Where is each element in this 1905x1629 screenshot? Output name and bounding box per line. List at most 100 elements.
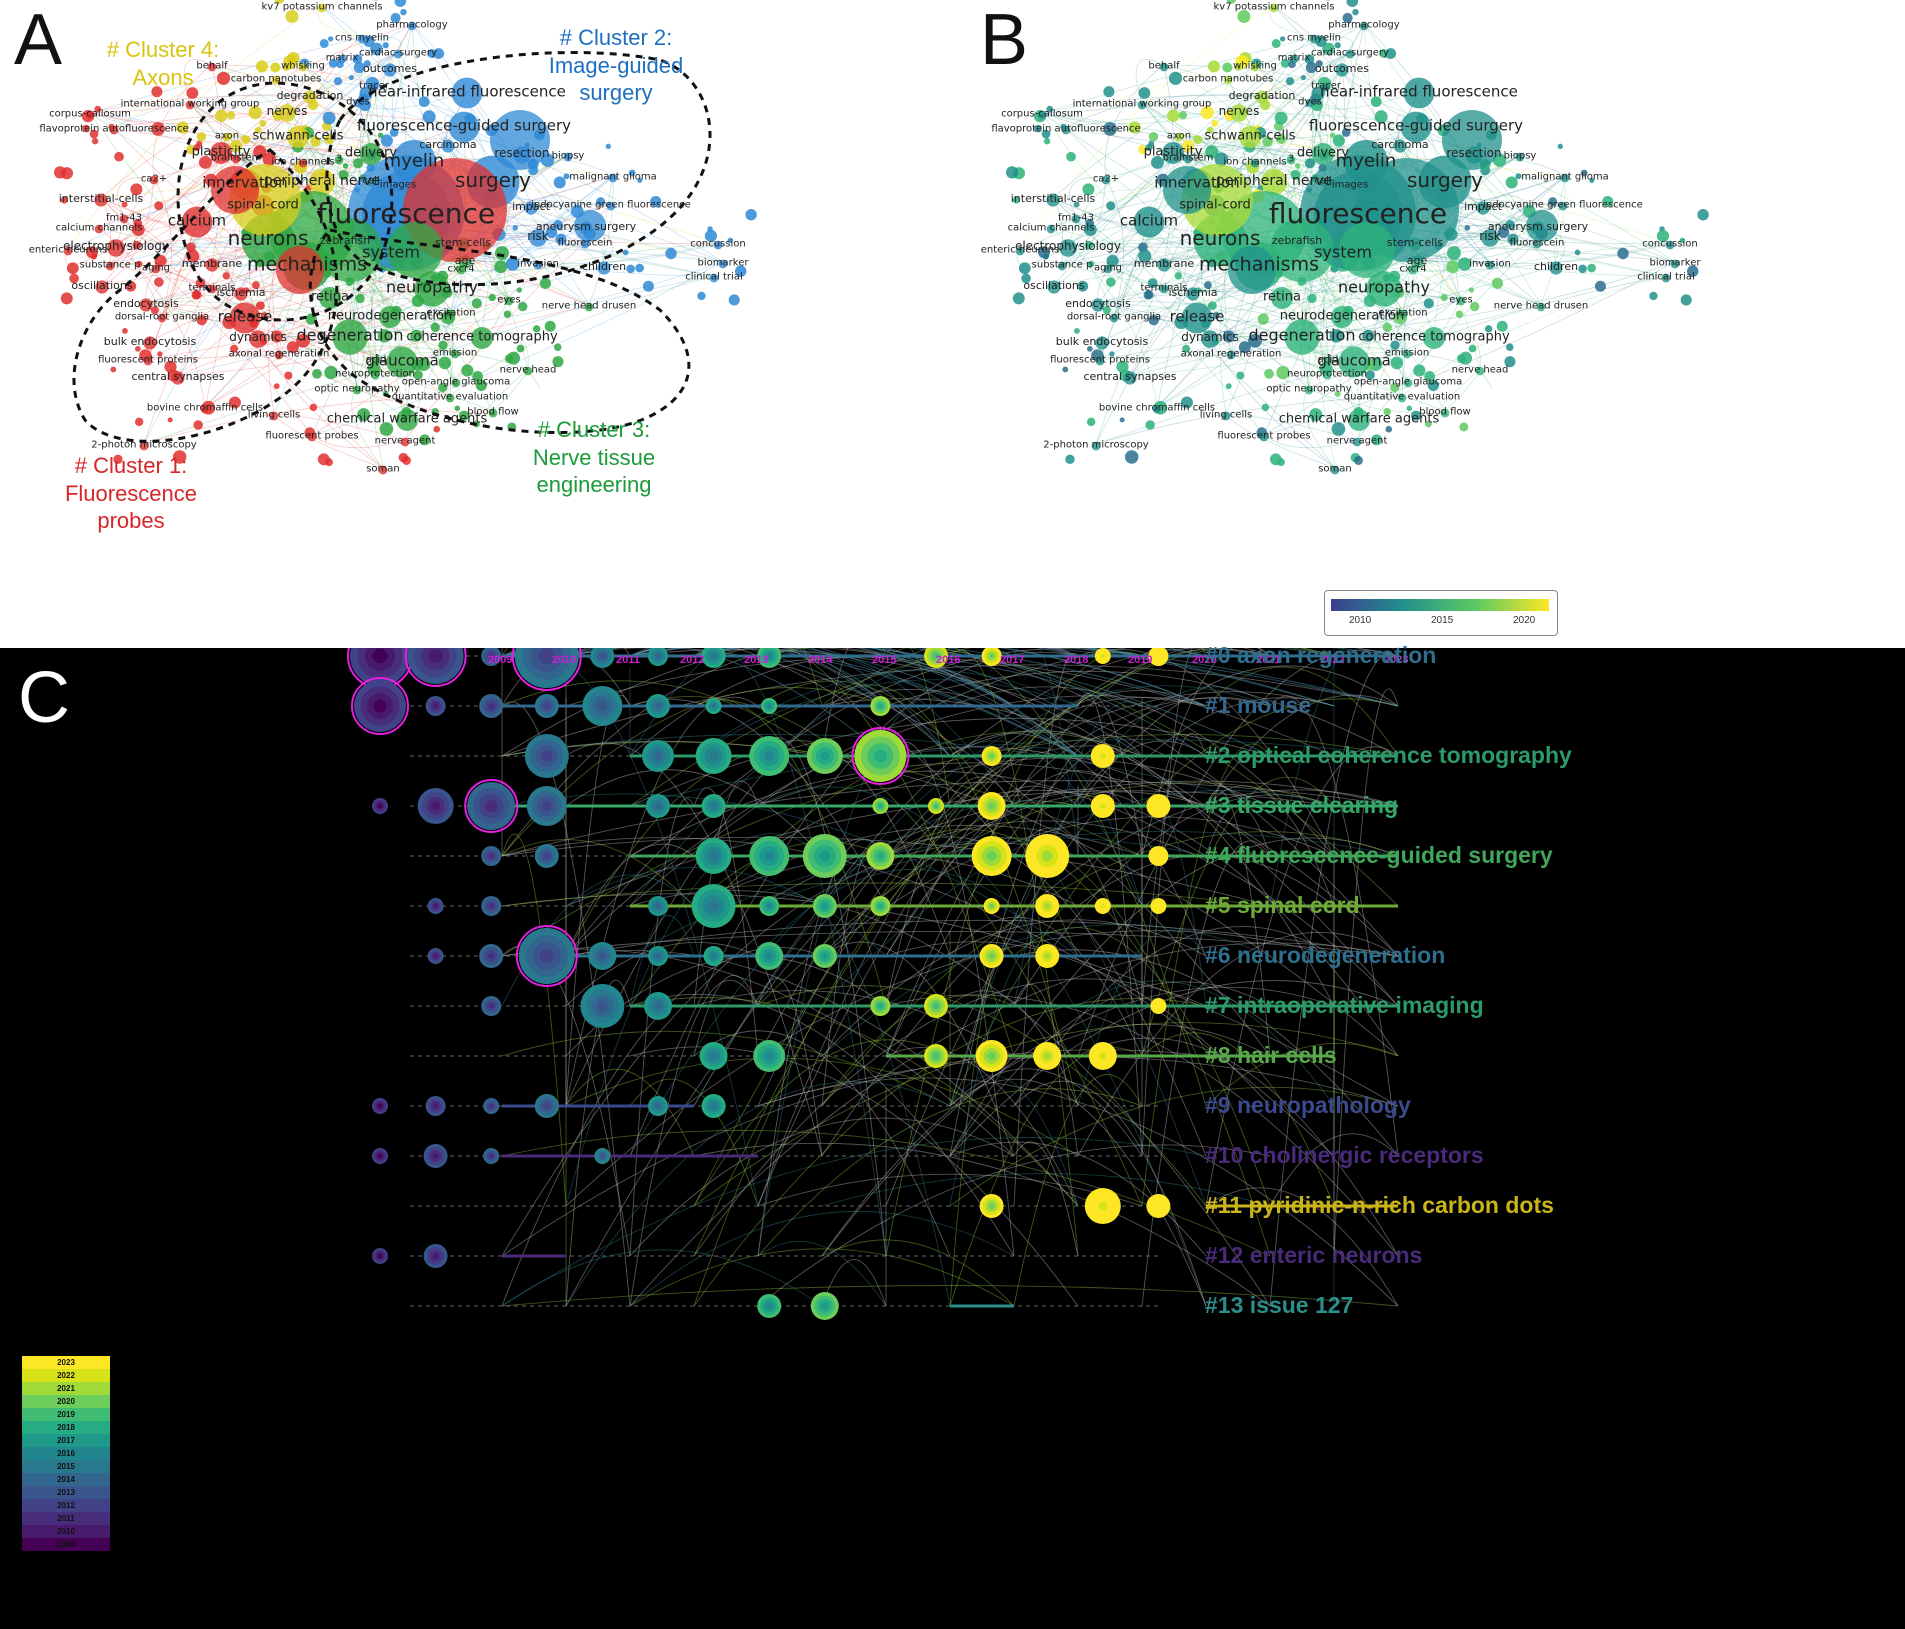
- network-edge: [211, 262, 331, 297]
- keyword-label: blood flow: [1419, 407, 1470, 418]
- keyword-label: corpus-callosum: [1001, 109, 1083, 120]
- network-node: [1680, 294, 1692, 306]
- legend-year-2011: 2011: [22, 1512, 110, 1525]
- keyword-node: [1091, 441, 1101, 451]
- keyword-label: dorsal-root ganglia: [1067, 312, 1161, 323]
- citation-ring: [1043, 1052, 1051, 1060]
- network-node: [113, 454, 123, 465]
- network-edge: [1341, 225, 1539, 316]
- citation-link: [885, 941, 1271, 1107]
- network-node: [1238, 341, 1251, 354]
- network-node: [1656, 229, 1670, 242]
- citation-arc: [629, 648, 1079, 757]
- network-edge: [177, 334, 351, 377]
- network-node: [1491, 277, 1503, 289]
- citation-link: [757, 892, 951, 1307]
- keyword-label: resection: [1446, 146, 1501, 160]
- legend-year-2017: 2017: [22, 1434, 110, 1447]
- citation-link: [565, 949, 1079, 1207]
- keyword-node: [94, 224, 104, 234]
- keyword-node: [337, 54, 347, 64]
- network-edge: [153, 177, 172, 317]
- network-node: [1371, 434, 1383, 446]
- keyword-label: membrane: [182, 257, 242, 270]
- keyword-label: biopsy: [552, 151, 585, 162]
- network-node: [333, 77, 343, 86]
- keyword-node: [1309, 34, 1319, 44]
- keyword-node: [107, 239, 125, 257]
- keyword-label: fluorescein: [1510, 238, 1565, 249]
- keyword-node: [504, 296, 514, 306]
- keyword-label: ischemia: [1168, 286, 1217, 299]
- year-head-2022: 2022: [1320, 654, 1345, 666]
- network-node: [1248, 333, 1262, 348]
- cluster-label-7: #7 intraoperative imaging: [1205, 992, 1484, 1018]
- network-node: [495, 246, 509, 261]
- keyword-label: enteric neurons: [981, 245, 1060, 256]
- keyword-node: [597, 261, 611, 275]
- keyword-node: [1260, 168, 1288, 196]
- citation-link: [629, 979, 759, 1307]
- network-node: [1322, 42, 1335, 56]
- keyword-label: fluorescent probes: [265, 431, 358, 442]
- keyword-label: age: [1407, 254, 1428, 267]
- citation-ring: [821, 953, 828, 959]
- citation-link: [629, 997, 1079, 1207]
- keyword-node: [1345, 49, 1355, 59]
- citation-link: [501, 648, 1079, 757]
- keyword-node: [1402, 349, 1412, 359]
- keyword-node: [1159, 284, 1169, 294]
- keyword-label: resection: [494, 146, 549, 160]
- network-node: [230, 344, 239, 353]
- keyword-label: fm1-43: [106, 213, 142, 224]
- network-node: [1043, 254, 1049, 260]
- keyword-node: [278, 104, 296, 122]
- keyword-node: [446, 309, 456, 319]
- cluster-3-label: # Cluster 3: Nerve tissue engineering: [484, 416, 704, 499]
- keyword-label: children: [1534, 260, 1578, 273]
- keyword-label: degeneration: [296, 326, 403, 345]
- citation-link: [821, 1239, 1015, 1307]
- keyword-node: [369, 82, 379, 92]
- keyword-node: [1560, 173, 1570, 183]
- cluster-4-outline: [176, 81, 394, 322]
- network-node: [91, 137, 99, 145]
- keyword-node: [606, 201, 616, 211]
- network-node: [1390, 340, 1400, 350]
- keyword-label: calcium: [168, 211, 226, 229]
- citation-arc: [501, 648, 1207, 707]
- keyword-node: [1223, 75, 1233, 85]
- citation-link: [1269, 1133, 1399, 1207]
- citation-link: [501, 780, 1399, 857]
- network-edge: [147, 134, 228, 360]
- network-node: [1083, 223, 1097, 237]
- citation-link: [821, 648, 887, 757]
- cluster-label-5: #5 spinal cord: [1205, 892, 1360, 918]
- keyword-label: aneurysm surgery: [1488, 220, 1589, 233]
- citation-arc: [693, 648, 951, 757]
- network-node: [342, 163, 349, 169]
- cluster-3-tag: # Cluster 3:: [537, 417, 651, 442]
- network-node: [1222, 62, 1233, 73]
- citation-link: [757, 1077, 1399, 1307]
- citation-link: [565, 648, 1079, 1107]
- hub-node: [1526, 210, 1558, 242]
- keyword-label: invasion: [1469, 259, 1511, 270]
- network-node: [1290, 169, 1301, 180]
- network-edge: [117, 177, 155, 218]
- network-node: [1102, 306, 1111, 315]
- burst-ring: [404, 648, 467, 687]
- keyword-label: children: [582, 260, 626, 273]
- network-node: [472, 371, 483, 382]
- citation-ring: [987, 1052, 996, 1060]
- citation-link: [1141, 733, 1207, 1007]
- network-node: [1427, 379, 1440, 391]
- citation-link: [1141, 743, 1271, 1207]
- keyword-label: neuroprotection: [335, 369, 415, 380]
- citation-ring: [989, 653, 995, 659]
- network-edge: [1129, 334, 1303, 377]
- network-edge: [1327, 298, 1462, 360]
- keyword-node: [1159, 62, 1169, 72]
- network-node: [545, 226, 558, 239]
